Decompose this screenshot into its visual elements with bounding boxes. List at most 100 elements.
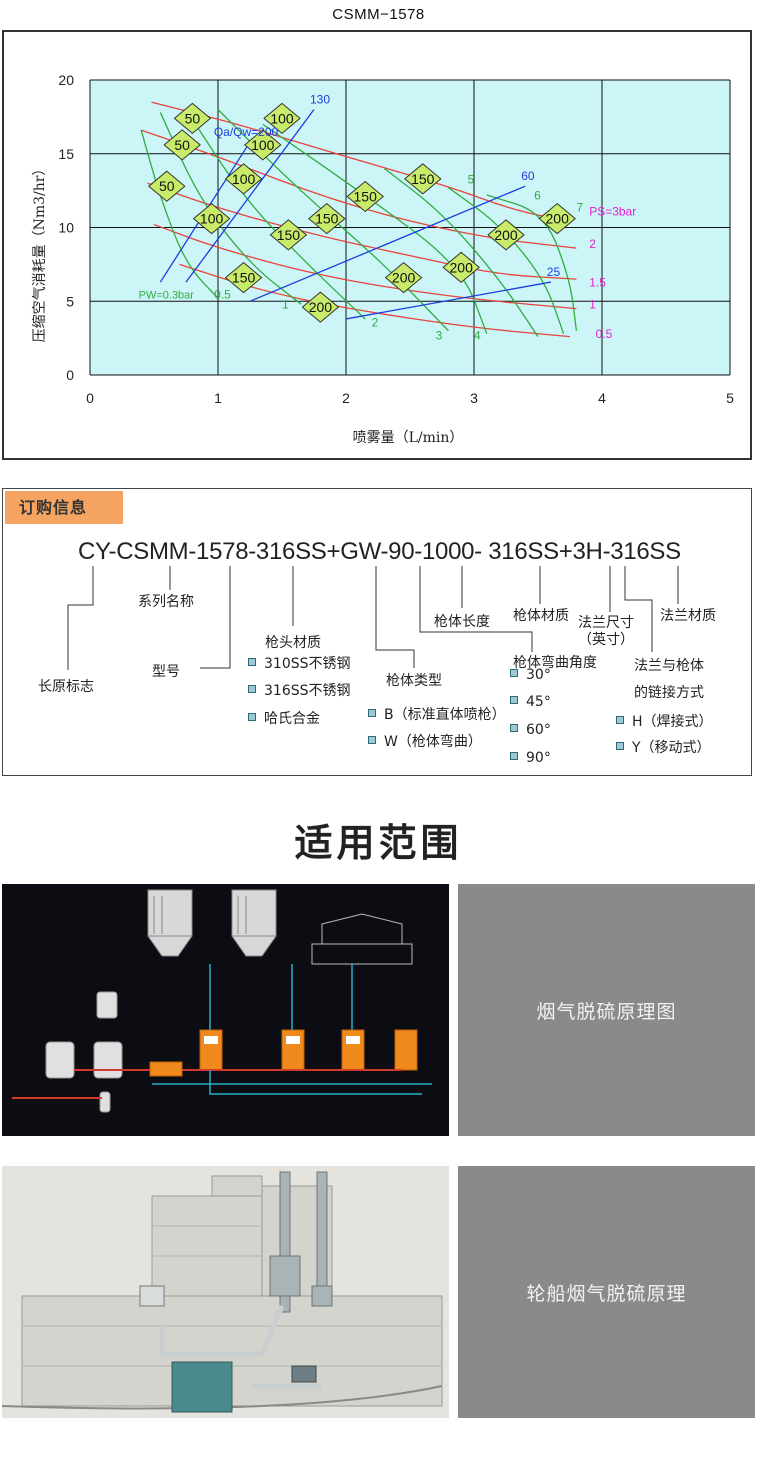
flow-marker (384, 261, 423, 294)
label-flange-material: 法兰材质 (660, 608, 716, 624)
water-pressure-label: 5 (468, 172, 475, 186)
air-pressure-label: 1.5 (589, 276, 606, 290)
model-code: CY-CSMM-1578-316SS+GW-90-1000- 316SS+3H-… (78, 538, 681, 565)
applications-title: 适用范围 (294, 821, 463, 865)
option-body-b[interactable]: B（标准直体喷枪） (368, 704, 506, 724)
flow-marker (269, 219, 308, 251)
flow-marker (163, 129, 201, 161)
option-angle-60[interactable]: 60° (510, 722, 551, 738)
x-tick-label: 2 (342, 390, 350, 406)
flow-marker-label: 100 (251, 137, 275, 153)
flow-marker (487, 219, 525, 251)
flow-marker-label: 200 (309, 299, 333, 315)
fgd-schematic-image (2, 884, 449, 1136)
water-pressure-label: 3 (436, 329, 443, 343)
flow-marker-label: 150 (354, 189, 378, 205)
x-tick-label: 0 (86, 390, 94, 406)
x-tick-label: 5 (726, 390, 734, 406)
checkbox-icon (616, 742, 624, 750)
flow-marker-label: 100 (232, 171, 256, 187)
label-brand: 长原标志 (38, 679, 94, 695)
y-tick-label: 10 (58, 220, 74, 236)
label-series-name: 系列名称 (138, 594, 194, 610)
x-tick-label: 1 (214, 390, 222, 406)
label-model: 型号 (152, 664, 180, 680)
ratio-label: 25 (547, 265, 561, 279)
label-flange-size: 法兰尺寸 (578, 615, 634, 631)
y-tick-label: 5 (66, 293, 74, 309)
flow-marker-label: 200 (546, 211, 570, 227)
flow-marker (224, 163, 263, 195)
checkbox-icon (248, 685, 256, 693)
flow-marker (404, 163, 442, 195)
flow-marker-label: 100 (200, 211, 224, 227)
flow-marker (301, 291, 340, 323)
flow-marker (442, 251, 480, 283)
label-body-type: 枪体类型 (386, 673, 442, 689)
checkbox-icon (510, 724, 518, 732)
checkbox-icon (248, 713, 256, 721)
water-pressure-label: 0.5 (214, 287, 231, 301)
option-angle-30[interactable]: 30° (510, 667, 551, 683)
ship-fgd-label: 轮船烟气脱硫原理 (458, 1166, 755, 1418)
option-head-316ss[interactable]: 316SS不锈钢 (248, 680, 351, 700)
flow-marker-label: 150 (277, 227, 301, 243)
flow-marker (346, 180, 384, 213)
ratio-label: Qa/Qw=200 (214, 125, 279, 139)
checkbox-icon (616, 716, 624, 724)
water-pressure-curve (448, 187, 565, 334)
pressure-curve (151, 101, 571, 223)
y-tick-label: 15 (58, 146, 74, 162)
flow-marker-label: 150 (232, 270, 256, 286)
water-pressure-label: 6 (534, 188, 541, 202)
option-connection-y[interactable]: Y（移动式） (616, 737, 711, 757)
flow-marker (308, 202, 346, 235)
water-pressure-label: 1 (282, 298, 289, 312)
option-connection-h[interactable]: H（焊接式） (616, 711, 713, 731)
option-head-310ss[interactable]: 310SS不锈钢 (248, 653, 351, 673)
flow-marker (224, 261, 263, 294)
checkbox-icon (510, 696, 518, 704)
water-pressure-curve (486, 194, 578, 331)
option-angle-90[interactable]: 90° (510, 750, 551, 766)
flow-marker-label: 50 (185, 110, 201, 126)
option-body-w[interactable]: W（枪体弯曲） (368, 731, 482, 751)
water-pressure-curve (140, 129, 219, 299)
ship-fgd-image (2, 1166, 449, 1418)
flow-marker (244, 129, 282, 161)
checkbox-icon (510, 752, 518, 760)
pressure-curve (147, 182, 577, 280)
x-axis-label: 喷雾量（L/min） (353, 430, 464, 446)
flow-marker-label: 50 (174, 137, 190, 153)
label-connection-line1: 法兰与枪体 (634, 658, 704, 674)
x-tick-label: 3 (470, 390, 478, 406)
flow-marker-label: 150 (411, 171, 435, 187)
pressure-curve (140, 129, 577, 249)
checkbox-icon (368, 709, 376, 717)
flow-marker-label: 200 (494, 227, 518, 243)
flow-marker (173, 102, 212, 135)
option-angle-45[interactable]: 45° (510, 694, 551, 710)
flow-marker (538, 202, 576, 235)
checkbox-icon (368, 736, 376, 744)
x-tick-label: 4 (598, 390, 606, 406)
label-body-length: 枪体长度 (434, 614, 490, 630)
option-head-hastelloy[interactable]: 哈氏合金 (248, 708, 320, 728)
y-tick-label: 20 (58, 72, 74, 88)
air-pressure-label: PS=3bar (589, 205, 636, 219)
flow-marker (192, 202, 231, 235)
flow-marker-label: 200 (450, 259, 474, 275)
y-axis-label: 压缩空气消耗量（Nm3/hr） (32, 162, 48, 343)
water-pressure-label: 4 (474, 329, 481, 343)
water-pressure-label: 2 (372, 315, 379, 329)
fgd-schematic-label: 烟气脱硫原理图 (458, 884, 755, 1136)
flow-marker-label: 150 (315, 211, 339, 227)
flow-marker-label: 50 (159, 178, 175, 194)
air-water-ratio-line (345, 281, 551, 320)
air-pressure-label: 1 (589, 298, 596, 312)
order-info-tag: 订购信息 (5, 491, 123, 524)
water-pressure-label: 7 (576, 200, 583, 214)
